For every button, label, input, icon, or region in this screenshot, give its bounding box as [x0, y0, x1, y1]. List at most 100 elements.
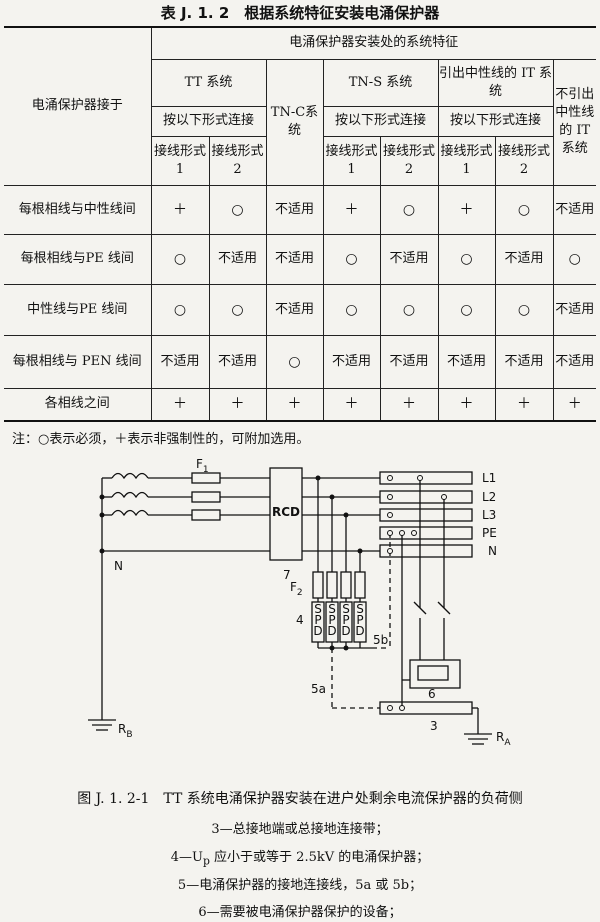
header-tns: TN-S 系统	[322, 58, 439, 107]
table-cell: ＋	[552, 387, 597, 422]
label-7: 7	[283, 568, 291, 582]
table-cell: ○	[265, 335, 324, 389]
wiring1-tt: 接线形式 1	[150, 136, 210, 186]
figure-caption: 图 J. 1. 2-1 TT 系统电涌保护器安装在进户处剩余电流保护器的负荷侧	[77, 791, 523, 807]
spd-letter: D	[313, 624, 322, 638]
label-l3: L3	[482, 508, 496, 522]
table-cell: 不适用	[379, 233, 439, 286]
table-cell: ＋	[322, 387, 381, 422]
table-cell: 不适用	[379, 335, 439, 389]
header-tt: TT 系统	[150, 58, 267, 107]
spd-letter: S	[342, 602, 350, 616]
spd-letter: D	[355, 624, 364, 638]
table-cell: 不适用	[494, 335, 554, 389]
spd-letter: P	[356, 613, 363, 627]
wiring1-tns: 接线形式 1	[322, 136, 381, 186]
spd-labels: S P D S P D S P D S P D	[313, 602, 364, 638]
table-cell: ＋	[437, 387, 496, 422]
table-row: 每根相线与 PEN 线间 不适用 不适用 ○ 不适用 不适用 不适用 不适用 不…	[4, 335, 597, 389]
wiring2-it: 接线形式 2	[494, 136, 554, 186]
header-it-neutral: 引出中性线的 IT 系统	[437, 58, 554, 107]
wiring-diagram: F1 RCD N L1 L2 L3 PE N 7 F2 4 S P D S P …	[88, 457, 511, 748]
table-row: 各相线之间 ＋ ＋ ＋ ＋ ＋ ＋ ＋ ＋	[4, 387, 597, 422]
label-l2: L2	[482, 490, 496, 504]
row-label: 中性线与PE 线间	[4, 284, 152, 337]
table-cell: ○	[379, 184, 439, 235]
row-label: 每根相线与 PEN 线间	[4, 335, 152, 389]
table-cell: ○	[150, 284, 210, 337]
legend-item-6: 6—需要被电涌保护器保护的设备；	[198, 905, 402, 920]
table-cell: ○	[208, 184, 267, 235]
table-cell: ＋	[437, 184, 496, 235]
table-cell: 不适用	[322, 335, 381, 389]
table-cell: ＋	[208, 387, 267, 422]
wiring2-tt: 接线形式 2	[208, 136, 267, 186]
connect-by-tt: 按以下形式连接	[150, 105, 267, 138]
table-note: 注：○表示必须，＋表示非强制性的，可附加选用。	[12, 432, 310, 447]
table-cell: ○	[437, 233, 496, 286]
table-cell: 不适用	[265, 233, 324, 286]
table-cell: ＋	[322, 184, 381, 235]
label-f1: F1	[196, 457, 209, 475]
label-rb: RB	[118, 722, 133, 740]
connect-by-tns: 按以下形式连接	[322, 105, 439, 138]
table-cell: ○	[150, 233, 210, 286]
label-6: 6	[428, 687, 436, 701]
table-row: 中性线与PE 线间 ○ ○ 不适用 ○ ○ ○ ○ 不适用	[4, 284, 597, 337]
row-label: 每根相线与中性线间	[4, 184, 152, 235]
label-ra: RA	[496, 730, 511, 748]
table-cell: ○	[379, 284, 439, 337]
table-cell: ＋	[150, 184, 210, 235]
table-cell: ＋	[265, 387, 324, 422]
header-it-no-neutral: 不引出中性线的 IT 系统	[552, 58, 597, 186]
label-n-left: N	[114, 559, 123, 573]
label-4: 4	[296, 613, 304, 627]
spd-letter: S	[328, 602, 336, 616]
label-5a: 5a	[311, 682, 326, 696]
row-label: 各相线之间	[4, 387, 152, 422]
row-label: 每根相线与PE 线间	[4, 233, 152, 286]
table-cell: ○	[494, 184, 554, 235]
table-cell: ○	[494, 284, 554, 337]
table-cell: ○	[208, 284, 267, 337]
table-cell: 不适用	[265, 184, 324, 235]
table-cell: 不适用	[208, 233, 267, 286]
label-3: 3	[430, 719, 438, 733]
label-n-right: N	[488, 544, 497, 558]
table-cell: ○	[552, 233, 597, 286]
group-header: 电涌保护器安装处的系统特征	[150, 25, 597, 60]
wiring1-it: 接线形式 1	[437, 136, 496, 186]
table-title: 表 J. 1. 2 根据系统特征安装电涌保护器	[160, 4, 440, 22]
table-cell: 不适用	[208, 335, 267, 389]
wiring2-tns: 接线形式 2	[379, 136, 439, 186]
spd-letter: S	[356, 602, 364, 616]
connect-by-it: 按以下形式连接	[437, 105, 554, 138]
row-header: 电涌保护器接于	[4, 25, 152, 186]
table-cell: 不适用	[552, 335, 597, 389]
table-cell: 不适用	[437, 335, 496, 389]
table-cell: ○	[322, 284, 381, 337]
table-cell: 不适用	[552, 284, 597, 337]
label-l1: L1	[482, 471, 496, 485]
header-tnc: TN-C系统	[265, 58, 324, 186]
table-cell: ＋	[494, 387, 554, 422]
table-cell: ＋	[150, 387, 210, 422]
spd-letter: D	[327, 624, 336, 638]
table-cell: ＋	[379, 387, 439, 422]
table-cell: 不适用	[552, 184, 597, 235]
legend-item-4: 4—Up 应小于或等于 2.5kV 的电涌保护器；	[170, 850, 430, 868]
spd-letter: P	[314, 613, 321, 627]
spd-letter: S	[314, 602, 322, 616]
spd-letter: D	[341, 624, 350, 638]
spd-letter: P	[342, 613, 349, 627]
label-pe: PE	[482, 526, 497, 540]
table-cell: ○	[322, 233, 381, 286]
spd-letter: P	[328, 613, 335, 627]
spd-system-table: 电涌保护器接于 电涌保护器安装处的系统特征 TT 系统 TN-C系统 TN-S …	[4, 25, 597, 422]
table-cell: ○	[437, 284, 496, 337]
label-f2: F2	[290, 580, 303, 598]
table-cell: 不适用	[150, 335, 210, 389]
legend-item-3: 3—总接地端或总接地连接带；	[211, 822, 389, 837]
table-row: 每根相线与PE 线间 ○ 不适用 不适用 ○ 不适用 ○ 不适用 ○	[4, 233, 597, 286]
label-5b: 5b	[373, 633, 388, 647]
